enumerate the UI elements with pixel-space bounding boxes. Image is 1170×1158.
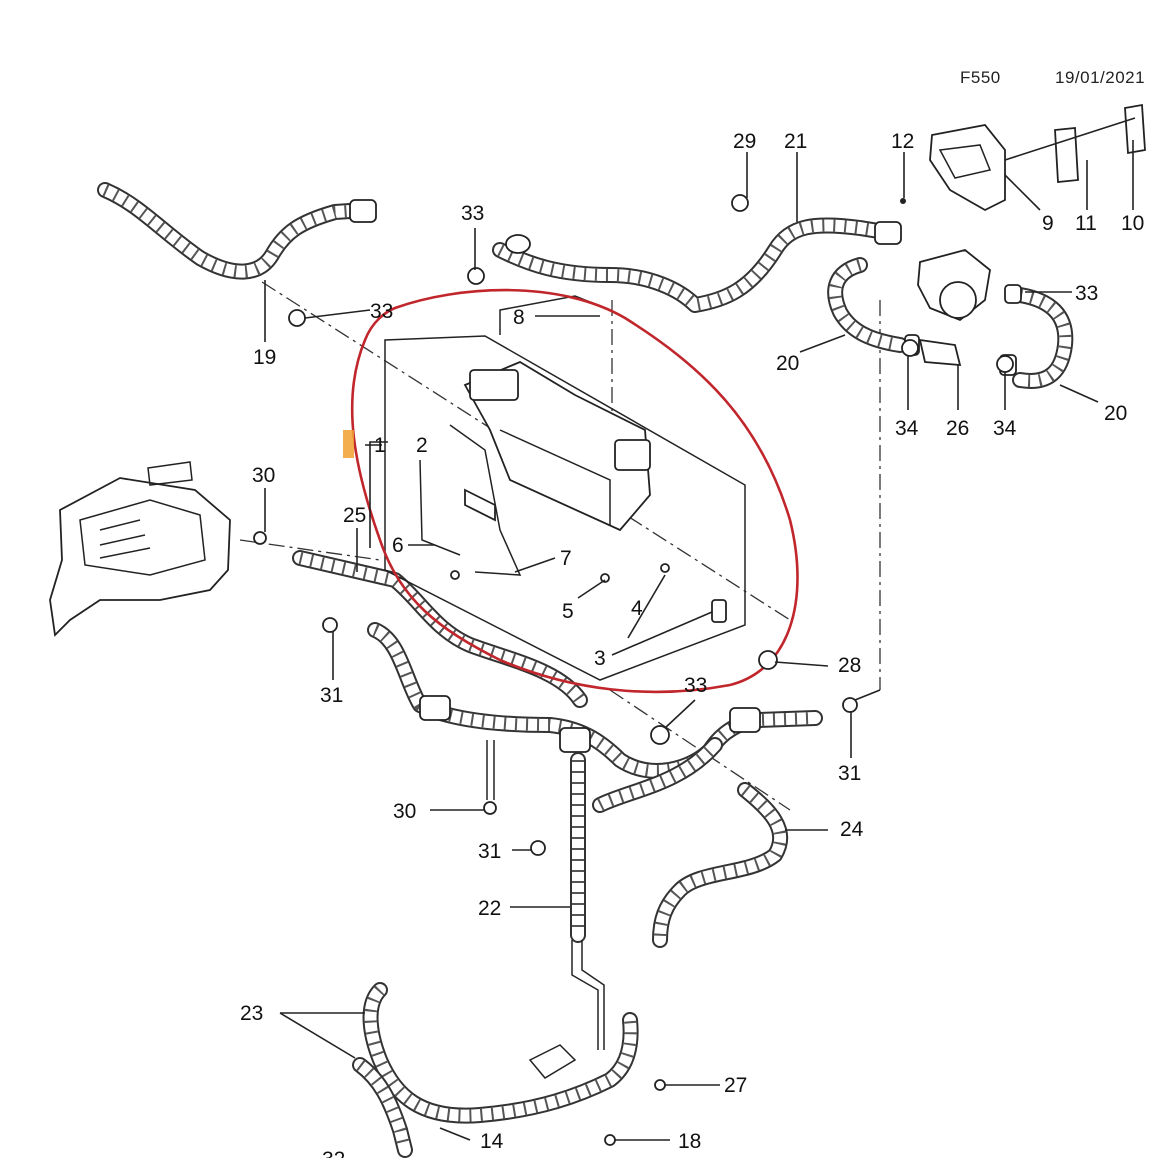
callout-26: 26 [946, 417, 969, 440]
callout-2: 2 [416, 434, 428, 457]
callout-31-mid: 31 [478, 840, 501, 863]
callout-1: 1 [374, 434, 386, 457]
callout-27: 27 [724, 1074, 747, 1097]
hose-24 [592, 737, 789, 948]
heater-module-box [384, 295, 746, 681]
hose-23-lower [352, 982, 639, 1158]
callout-33-lower: 33 [684, 674, 707, 697]
callout-12: 12 [891, 130, 914, 153]
hose-20-left [827, 257, 908, 353]
callout-18: 18 [678, 1130, 701, 1153]
hose-20-right [1012, 287, 1074, 389]
callout-20-right: 20 [1104, 402, 1127, 425]
callout-34-left: 34 [895, 417, 919, 440]
highlight-marker [343, 430, 354, 458]
callout-33-right: 33 [1075, 282, 1098, 305]
callout-28: 28 [838, 654, 861, 677]
expansion-tank [49, 461, 231, 637]
callout-20-left: 20 [776, 352, 799, 375]
callout-8: 8 [513, 306, 525, 329]
hose-25 [292, 550, 588, 708]
callout-30-top: 30 [252, 464, 275, 487]
callout-19: 19 [253, 346, 276, 369]
callout-3: 3 [594, 647, 606, 670]
callout-24: 24 [840, 818, 864, 841]
hose-21 [492, 217, 902, 313]
callout-11: 11 [1075, 212, 1097, 235]
diagram-date: 19/01/2021 [1055, 68, 1146, 87]
diagram-code: F550 [960, 68, 1001, 87]
highlight-loop [350, 288, 799, 694]
callout-30-lower: 30 [393, 800, 416, 823]
callout-9: 9 [1042, 212, 1054, 235]
callout-31-right: 31 [838, 762, 861, 785]
callout-5: 5 [562, 600, 574, 623]
callout-22: 22 [478, 897, 501, 920]
callout-34-right: 34 [993, 417, 1017, 440]
callout-labels: 29 21 12 9 11 10 33 33 33 33 8 19 20 20 … [240, 130, 1144, 1158]
callout-10: 10 [1121, 212, 1144, 235]
callout-21: 21 [784, 130, 807, 153]
hose-19 [97, 182, 377, 280]
pipe-22 [486, 740, 605, 1050]
callout-31-left: 31 [320, 684, 343, 707]
callout-6: 6 [392, 534, 404, 557]
valve-assembly [904, 103, 1146, 376]
leader-lines [264, 117, 1136, 1141]
callout-4: 4 [631, 597, 643, 620]
callout-32: 32 [322, 1148, 345, 1158]
callout-7: 7 [560, 547, 572, 570]
callout-33-top: 33 [461, 202, 484, 225]
callout-29: 29 [733, 130, 756, 153]
callout-14: 14 [480, 1130, 504, 1153]
callout-23: 23 [240, 1002, 263, 1025]
callout-33-left: 33 [370, 300, 393, 323]
clamps [253, 194, 1014, 1146]
callout-25: 25 [343, 504, 366, 527]
